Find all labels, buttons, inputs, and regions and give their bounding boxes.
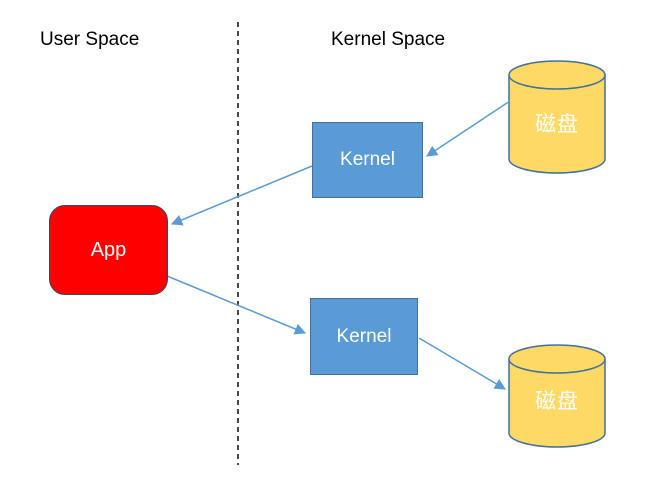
disk-bottom-cylinder-top: [508, 344, 606, 374]
app-node: App: [49, 205, 168, 295]
disk-bottom-node-label: 磁盘: [535, 390, 579, 413]
kernel-bottom-node-label: Kernel: [336, 325, 392, 347]
disk-top-cylinder-top: [508, 60, 606, 90]
arrow-kerneltop-to-app: [170, 165, 313, 226]
app-node-label: App: [90, 238, 127, 261]
kernel-space-label: Kernel Space: [331, 29, 446, 50]
kernel-bottom-node: Kernel: [310, 298, 418, 375]
kernel-top-node: Kernel: [312, 122, 423, 198]
disk-top-cylinder-body: [508, 75, 606, 174]
disk-top-node-label: 磁盘: [535, 113, 579, 136]
kernel-top-node-label: Kernel: [340, 149, 395, 170]
arrow-kernelbottom-to-diskbottom: [418, 337, 506, 390]
arrow-disktop-to-kerneltop: [426, 100, 511, 157]
arrow-app-to-kernelbottom: [166, 275, 307, 335]
disk-bottom-cylinder-body: [508, 359, 606, 448]
user-space-label: User Space: [40, 29, 140, 50]
